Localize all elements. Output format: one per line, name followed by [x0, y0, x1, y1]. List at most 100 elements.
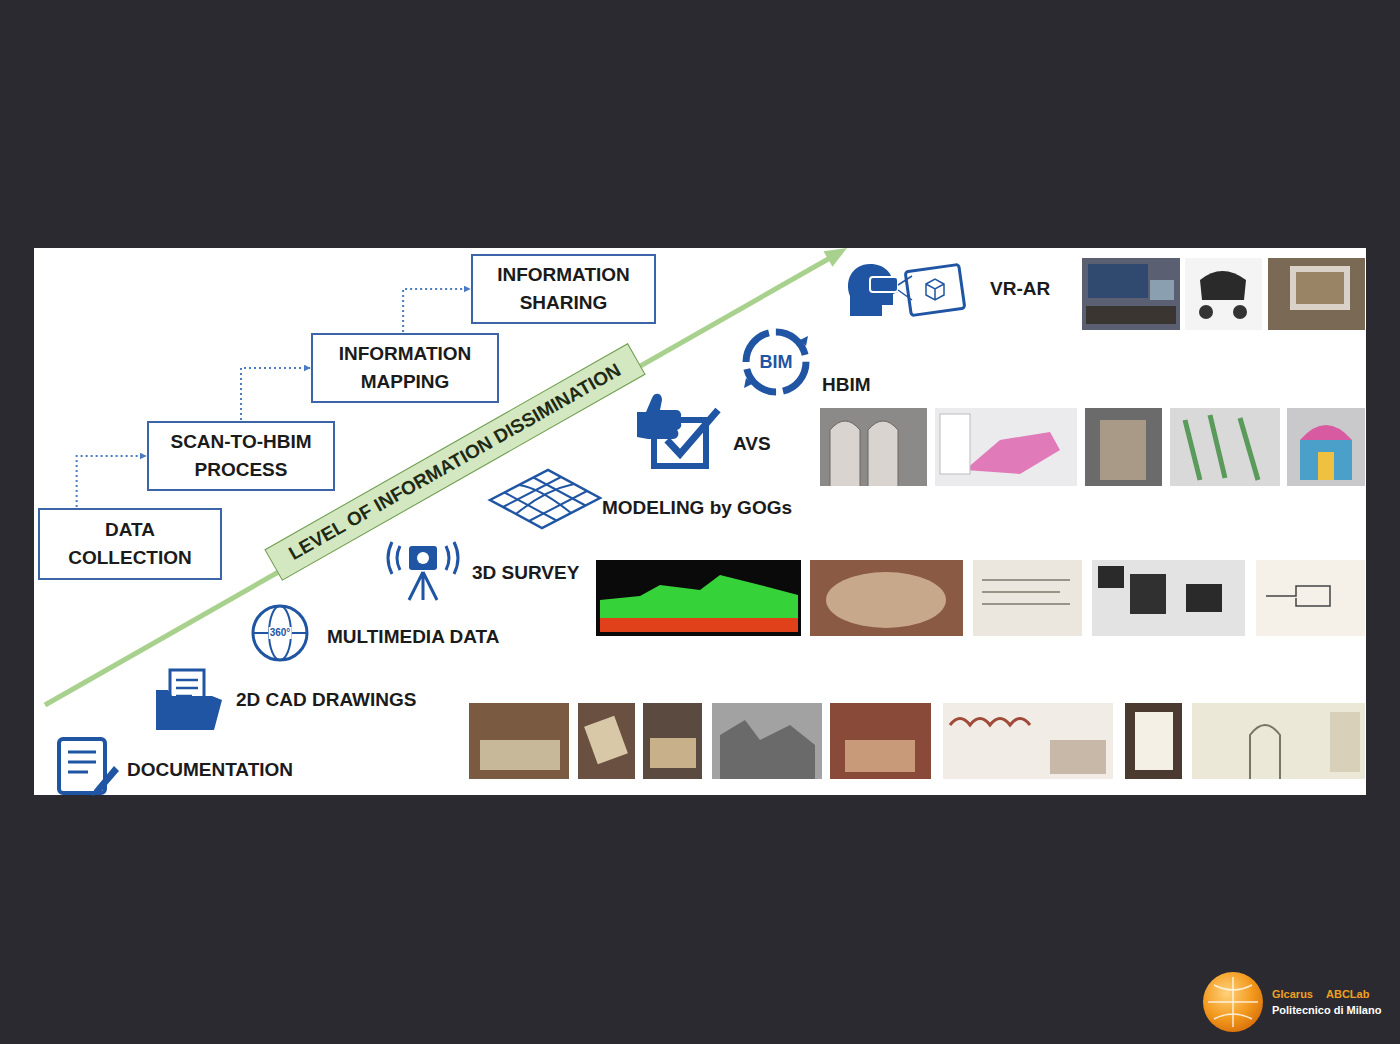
node-text: LEVEL OF INFORMATION DISSIMINATION [285, 358, 625, 566]
process-box: INFORMATION SHARING [471, 254, 656, 324]
hbim-thumbnails-part [935, 408, 1077, 486]
doc-thumbnails-part [1192, 703, 1365, 779]
vr-icon-part [848, 264, 898, 316]
dotted-connector [403, 289, 470, 332]
node-text: DATA COLLECTION [50, 516, 210, 572]
section-label: DOCUMENTATION [127, 758, 293, 782]
scanner-icon-part [417, 552, 429, 564]
hbim-thumbnails-part [820, 408, 927, 486]
level-arrow [45, 248, 847, 705]
vr-thumbnails-part [1086, 306, 1176, 324]
scanner-icon-part [409, 546, 437, 570]
survey-thumbnails-part [596, 560, 801, 636]
vr-thumbnails-part [1185, 258, 1262, 330]
document-icon-part [59, 739, 105, 793]
doc-thumbnails-part [480, 740, 560, 770]
survey-thumbnails-part [1130, 574, 1166, 614]
scanner-icon-part [388, 542, 458, 574]
doc-thumbnails-part [1330, 712, 1360, 772]
icon-text: 360° [269, 627, 292, 639]
section-label: 2D CAD DRAWINGS [236, 688, 417, 712]
hbim-thumbnails-part [940, 414, 970, 474]
folder-icon-part [176, 680, 198, 696]
document-icon-part [92, 766, 119, 796]
hbim-thumbnails [820, 408, 1365, 486]
icon-text: BIM [760, 352, 793, 372]
survey-thumbnails-part [810, 560, 963, 636]
node-text: SCAN-TO-HBIM PROCESS [159, 428, 323, 484]
survey-thumbnails [596, 560, 1365, 636]
survey-thumbnails-part [1256, 560, 1365, 636]
gog-mesh-icon-part [534, 478, 586, 506]
gog-mesh-icon [490, 470, 600, 528]
vr-icon-part [905, 264, 965, 315]
survey-thumbnails-part [600, 575, 798, 625]
hbim-thumbnails-part [1100, 420, 1146, 480]
vr-thumbnails-part [1088, 264, 1148, 298]
vr-thumbnails-part [1296, 272, 1344, 304]
process-box: INFORMATION MAPPING [311, 333, 499, 403]
doc-thumbnails-part [578, 703, 635, 779]
gog-mesh-icon-part [519, 485, 571, 513]
level-arrow-part [824, 248, 848, 267]
process-box: SCAN-TO-HBIM PROCESS [147, 421, 335, 491]
bim-icon [744, 332, 808, 392]
vr-icon-part [870, 277, 898, 292]
logo-globe [1203, 972, 1263, 1032]
doc-thumbnails-part [712, 703, 822, 779]
vr-thumbnails-part [1082, 258, 1180, 330]
doc-thumbnails-part [845, 740, 915, 772]
logo-globe-part [1203, 972, 1263, 1032]
hbim-thumbnails-part [1300, 440, 1352, 480]
vr-thumbnails [1082, 258, 1365, 330]
logo-text: Politecnico di Milano [1272, 1004, 1381, 1017]
logo-text: GIcarus [1272, 988, 1313, 1001]
bim-icon-part [800, 336, 808, 346]
bim-icon-part [744, 378, 752, 388]
section-label: 3D SURVEY [472, 561, 579, 585]
vr-thumbnails-part [1290, 266, 1350, 310]
doc-thumbnails [469, 703, 1365, 779]
dotted-connector [77, 456, 146, 507]
doc-thumbnails-part [943, 703, 1113, 779]
doc-thumbnails-part [1050, 740, 1106, 774]
bim-icon-part [746, 332, 806, 392]
globe-icon-part [253, 632, 307, 634]
scanner-icon-part [409, 572, 437, 600]
vr-thumbnails-part [1268, 258, 1365, 330]
survey-thumbnails-part [982, 580, 1070, 604]
gog-mesh-icon-part [490, 470, 600, 528]
document-icon [59, 739, 119, 796]
logo-text: ABCLab [1326, 988, 1369, 1001]
doc-thumbnails-part [720, 720, 815, 779]
level-band: LEVEL OF INFORMATION DISSIMINATION [264, 343, 645, 581]
hbim-thumbnails-part [1300, 425, 1352, 440]
dotted-connector [241, 368, 310, 420]
doc-thumbnails-part [650, 738, 696, 768]
survey-thumbnails-part [1186, 584, 1222, 612]
avs-icon-part [637, 394, 681, 439]
doc-thumbnails-part [1135, 712, 1173, 770]
vr-icon-part [898, 276, 912, 300]
vr-thumbnails-part [1200, 271, 1246, 300]
survey-thumbnails-part [1266, 586, 1330, 606]
level-arrow-part [45, 258, 830, 705]
doc-thumbnails-part [469, 703, 569, 779]
section-label: MULTIMEDIA DATA [327, 625, 499, 649]
node-text: INFORMATION SHARING [483, 261, 644, 317]
survey-thumbnails-part [1098, 566, 1124, 588]
doc-thumbnails-part [643, 703, 702, 779]
section-label: HBIM [822, 373, 871, 397]
vr-thumbnails-part [1233, 305, 1247, 319]
vr-icon [848, 264, 965, 316]
node-text: INFORMATION MAPPING [323, 340, 487, 396]
doc-thumbnails-part [1125, 703, 1182, 779]
logo-globe-part [1208, 977, 1258, 1027]
vr-thumbnails-part [1150, 280, 1174, 300]
folder-icon [156, 670, 222, 730]
hbim-thumbnails-part [1287, 408, 1365, 486]
survey-thumbnails-part [826, 572, 946, 628]
